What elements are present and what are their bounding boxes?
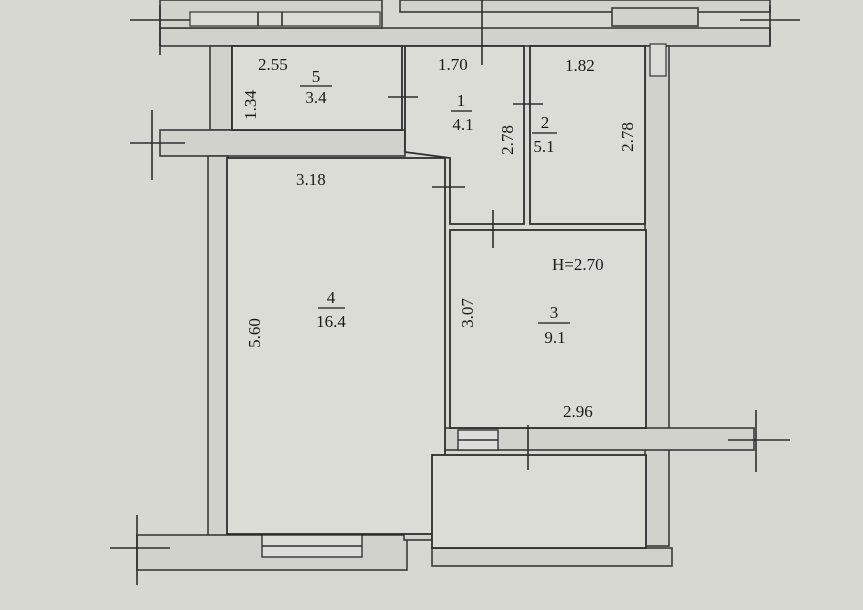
- room-5-area: 3.4: [305, 88, 327, 107]
- room-2-length: 2.78: [618, 122, 637, 152]
- room-2-area: 5.1: [533, 137, 554, 156]
- room-1-length: 2.78: [498, 125, 517, 155]
- room-3-length: 3.07: [458, 298, 477, 328]
- room-3-area: 9.1: [544, 328, 565, 347]
- room-1-area: 4.1: [452, 115, 473, 134]
- balcony: [431, 454, 647, 549]
- room-2: [529, 45, 646, 225]
- ceiling-height: H=2.70: [552, 255, 604, 274]
- room-1-number: 1: [457, 91, 466, 110]
- room-4-width: 3.18: [296, 170, 326, 189]
- room-5: [231, 45, 403, 131]
- axis-marks: [110, 0, 800, 585]
- room-4-number: 4: [327, 288, 336, 307]
- room-4-area: 16.4: [316, 312, 346, 331]
- room-1: [404, 45, 525, 225]
- room-2-width: 1.82: [565, 56, 595, 75]
- room-1-width: 1.70: [438, 55, 468, 74]
- room-3-width: 2.96: [563, 402, 593, 421]
- room-5-number: 5: [312, 67, 321, 86]
- room-3: [449, 229, 647, 429]
- room-2-number: 2: [541, 113, 550, 132]
- room-3-number: 3: [550, 303, 559, 322]
- room-4: [226, 157, 446, 535]
- room-4-length: 5.60: [245, 318, 264, 348]
- room-5-width: 2.55: [258, 55, 288, 74]
- room-5-length: 1.34: [241, 90, 260, 120]
